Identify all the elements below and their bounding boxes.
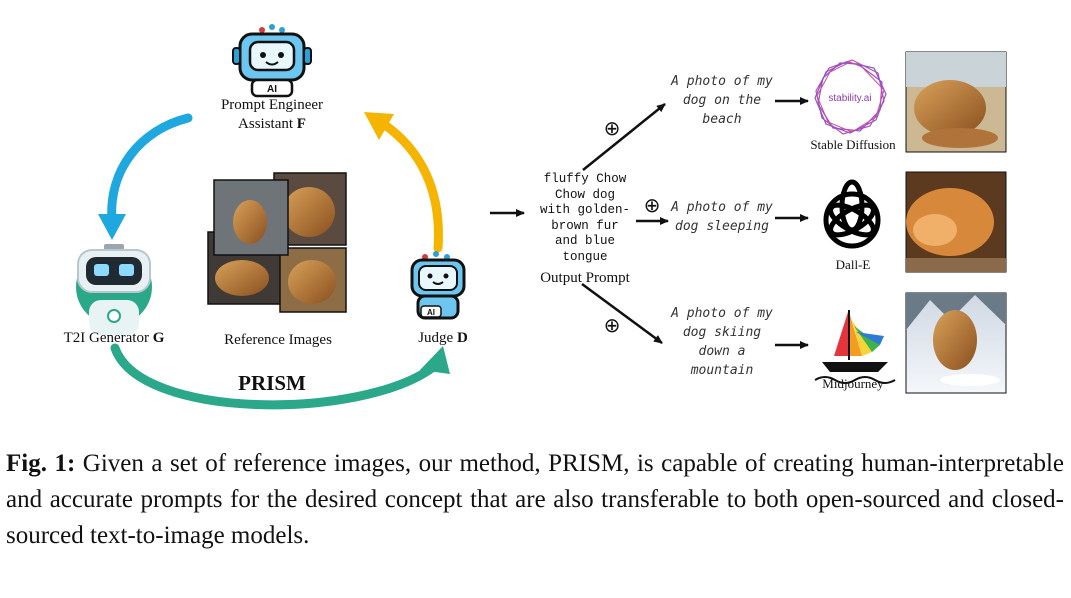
- model-label-stable-diffusion: Stable Diffusion: [810, 137, 896, 152]
- reference-images: [207, 172, 347, 313]
- blue-arrow: [98, 113, 193, 240]
- model-label-midjourney: Midjourney: [822, 376, 884, 391]
- figure-label: Fig. 1:: [6, 450, 76, 477]
- figure-caption: Fig. 1: Given a set of reference images,…: [6, 446, 1064, 554]
- reference-images-label: Reference Images: [224, 332, 332, 348]
- green-arrow: [110, 343, 450, 410]
- t2i-generator-robot-icon: [76, 244, 152, 335]
- svg-text:stability.ai: stability.ai: [828, 93, 871, 104]
- yellow-arrow: [364, 112, 443, 253]
- t2i-generator-label: T2I Generator G: [63, 330, 165, 346]
- caption-text: Given a set of reference images, our met…: [6, 450, 1064, 549]
- f-ai-badge: AI: [267, 84, 277, 95]
- model-label-dall-e: Dall-E: [835, 257, 871, 272]
- branch-prompt-sleeping: A photo of my dog sleeping: [671, 200, 773, 234]
- plus-symbol-3: ⊕: [604, 313, 621, 337]
- d-ai-badge: AI: [427, 308, 435, 317]
- prompt-engineer-label: Prompt Engineer Assistant F: [220, 97, 324, 132]
- plus-symbol-1: ⊕: [604, 116, 621, 140]
- prism-diagram: AI AI ⊕ ⊕: [76, 24, 1007, 410]
- openai-logo-icon: [823, 179, 881, 249]
- branch-arrow-3: [581, 282, 663, 345]
- generated-image-sleeping: [905, 171, 1007, 273]
- stability-logo-icon: stability.ai: [814, 59, 887, 135]
- output-prompt-label: Output Prompt: [540, 270, 630, 286]
- midjourney-boat-logo-icon: [814, 310, 896, 384]
- branch-arrow-1: [582, 103, 666, 171]
- prompt-engineer-robot-icon: AI: [232, 24, 312, 98]
- judge-robot-icon: AI: [410, 251, 466, 320]
- generated-image-skiing: [905, 292, 1007, 394]
- prism-title: PRISM: [238, 371, 306, 395]
- branch-prompt-skiing: A photo of my dog skiing down a mountain: [671, 306, 773, 378]
- judge-label: Judge D: [418, 330, 468, 346]
- branch-prompt-beach: A photo of my dog on the beach: [671, 74, 773, 127]
- generated-image-beach: [905, 51, 1007, 153]
- plus-symbol-2: ⊕: [644, 193, 661, 217]
- output-prompt-text: fluffy Chow Chow dog with golden- brown …: [539, 172, 630, 264]
